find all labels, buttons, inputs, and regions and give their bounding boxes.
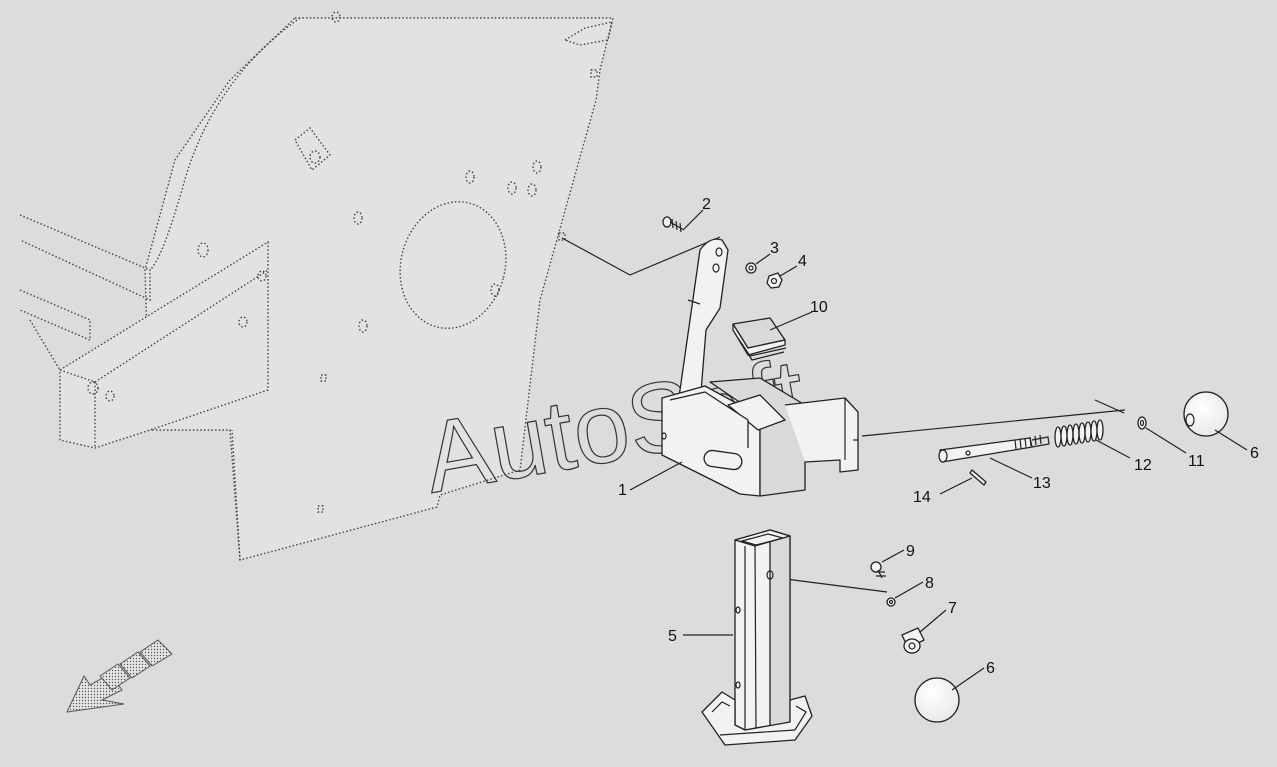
knob-ball-bottom bbox=[914, 677, 960, 723]
hardware-top bbox=[662, 216, 783, 289]
callout-6-bottom: 6 bbox=[986, 660, 995, 677]
callout-7: 7 bbox=[948, 600, 957, 617]
callout-9: 9 bbox=[906, 543, 915, 560]
frame-ghost bbox=[19, 11, 614, 561]
callout-4: 4 bbox=[798, 253, 807, 270]
callout-6-top: 6 bbox=[1250, 445, 1259, 462]
callout-3: 3 bbox=[770, 240, 779, 257]
callout-5: 5 bbox=[668, 628, 677, 645]
post-assembly bbox=[701, 529, 813, 746]
hardware-bottom bbox=[870, 561, 960, 723]
callout-12: 12 bbox=[1134, 457, 1152, 474]
callout-14: 14 bbox=[913, 489, 931, 506]
knob-ball-top bbox=[1183, 391, 1229, 437]
callout-13: 13 bbox=[1033, 475, 1051, 492]
callout-1: 1 bbox=[618, 482, 627, 499]
bracket-assembly bbox=[661, 238, 859, 497]
forward-direction-arrow-icon bbox=[66, 639, 173, 713]
callout-8: 8 bbox=[925, 575, 934, 592]
callout-10: 10 bbox=[810, 299, 828, 316]
callout-2: 2 bbox=[702, 196, 711, 213]
callouts: 1 2 3 4 10 13 14 12 11 6 5 9 8 bbox=[618, 196, 1259, 691]
callout-11: 11 bbox=[1188, 453, 1205, 470]
pin-assembly bbox=[938, 391, 1229, 486]
spring bbox=[1054, 419, 1104, 448]
plug-cap bbox=[732, 317, 787, 361]
